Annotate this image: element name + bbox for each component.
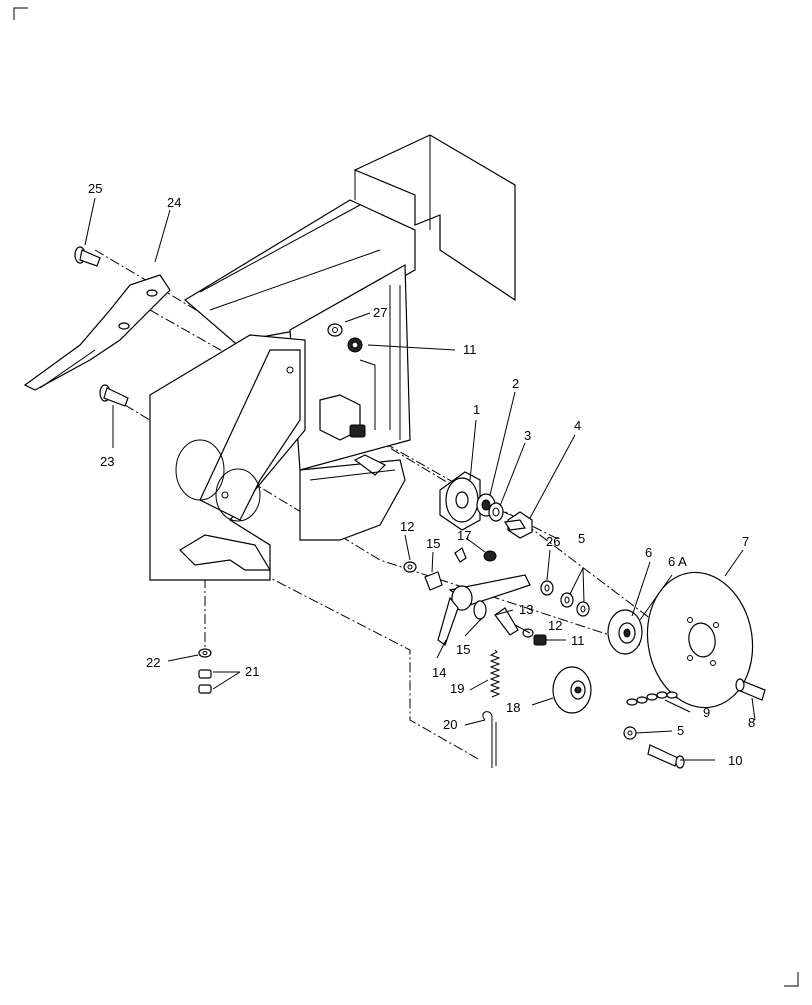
sprocket-18	[552, 666, 592, 714]
idler-arm-assembly	[403, 547, 547, 646]
callout-15-lower: 15	[456, 642, 470, 657]
callout-20: 20	[443, 717, 457, 732]
hook-20	[482, 711, 497, 768]
leader-lines	[84, 197, 756, 761]
callout-5-upper: 5	[578, 531, 585, 546]
bolt-8	[735, 678, 766, 701]
callout-3: 3	[524, 428, 531, 443]
bolt-23	[99, 384, 129, 407]
callout-1: 1	[473, 402, 480, 417]
bolt-25	[74, 246, 101, 267]
callout-17: 17	[457, 528, 471, 543]
callout-8: 8	[748, 715, 755, 730]
chain-9	[626, 691, 678, 706]
callout-15-upper: 15	[426, 536, 440, 551]
callout-18: 18	[506, 700, 520, 715]
callout-13: 13	[519, 602, 533, 617]
callout-25: 25	[88, 181, 102, 196]
callout-22: 22	[146, 655, 160, 670]
chain-guard	[299, 454, 406, 541]
callout-9: 9	[703, 705, 710, 720]
callout-11-lower: 11	[571, 633, 585, 648]
crop-marks	[13, 7, 799, 987]
callout-5-lower: 5	[677, 723, 684, 738]
callout-labels: 25 24 27 11 1 2 3 4 23 12 15 17 26 5 6 6…	[88, 181, 755, 768]
callout-27: 27	[373, 305, 387, 320]
nuts-21-washer-22	[198, 648, 212, 694]
bracket-24	[23, 274, 171, 391]
sprocket-7	[646, 571, 754, 709]
callout-12-lower: 12	[548, 618, 562, 633]
bolt-10	[647, 744, 685, 769]
upper-bearing-parts	[319, 323, 366, 441]
callout-10: 10	[728, 753, 742, 768]
callout-21: 21	[245, 664, 259, 679]
callout-7: 7	[742, 534, 749, 549]
callout-6: 6	[645, 545, 652, 560]
callout-23: 23	[100, 454, 114, 469]
sprocket-6	[540, 580, 643, 655]
callout-24: 24	[167, 195, 181, 210]
side-plate	[149, 334, 306, 581]
callout-2: 2	[512, 376, 519, 391]
callout-19: 19	[450, 681, 464, 696]
washer-5-lower	[623, 726, 637, 740]
spring-19	[489, 649, 501, 698]
callout-12-upper: 12	[400, 519, 414, 534]
callout-11-upper: 11	[463, 342, 477, 357]
hub-assembly	[439, 471, 533, 539]
callout-14: 14	[432, 665, 446, 680]
callout-26: 26	[546, 534, 560, 549]
callout-6A: 6 A	[668, 554, 687, 569]
callout-4: 4	[574, 418, 581, 433]
